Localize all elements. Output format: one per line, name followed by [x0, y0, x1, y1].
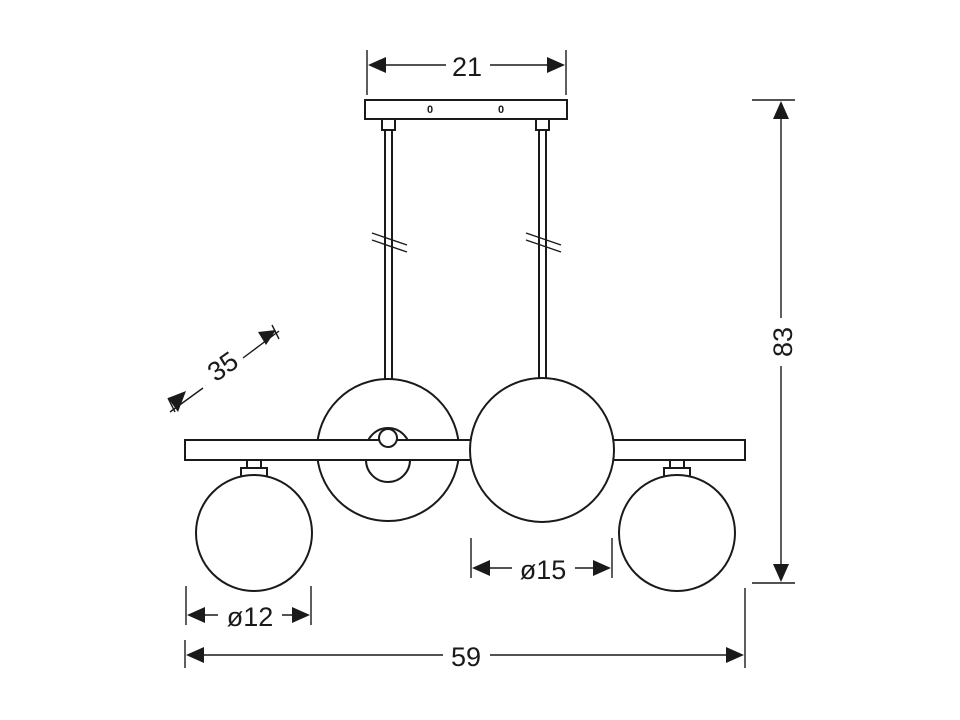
- dimension-large-globe: ø15: [470, 538, 613, 585]
- small-globe-left: [195, 459, 313, 592]
- depth-label: 35: [202, 346, 244, 388]
- rod-break-mark-right-2: [525, 239, 562, 253]
- rod-break-mark-left-2: [371, 239, 408, 253]
- dimension-total-height: 83: [752, 99, 798, 584]
- rod-break-mark-right: [525, 232, 562, 246]
- horizontal-arm: [184, 428, 746, 461]
- canopy-width-label: 21: [452, 52, 482, 82]
- small-globe-diameter-label: ø12: [227, 602, 274, 632]
- canopy-mark-right: 0: [498, 104, 504, 116]
- total-height-label: 83: [768, 327, 798, 357]
- dimension-small-globe: ø12: [185, 586, 312, 632]
- total-width-label: 59: [451, 642, 481, 672]
- dimension-canopy-width: 21: [366, 50, 567, 95]
- large-globe-front: [469, 377, 615, 523]
- canopy-mark-left: 0: [427, 104, 433, 116]
- large-globe-diameter-label: ø15: [520, 555, 567, 585]
- small-globe-right: [618, 459, 736, 592]
- dimension-depth: 35: [167, 324, 280, 413]
- dimension-total-width: 59: [184, 588, 746, 672]
- ceiling-canopy: 0 0: [364, 99, 568, 131]
- rod-break-mark-left: [371, 232, 408, 246]
